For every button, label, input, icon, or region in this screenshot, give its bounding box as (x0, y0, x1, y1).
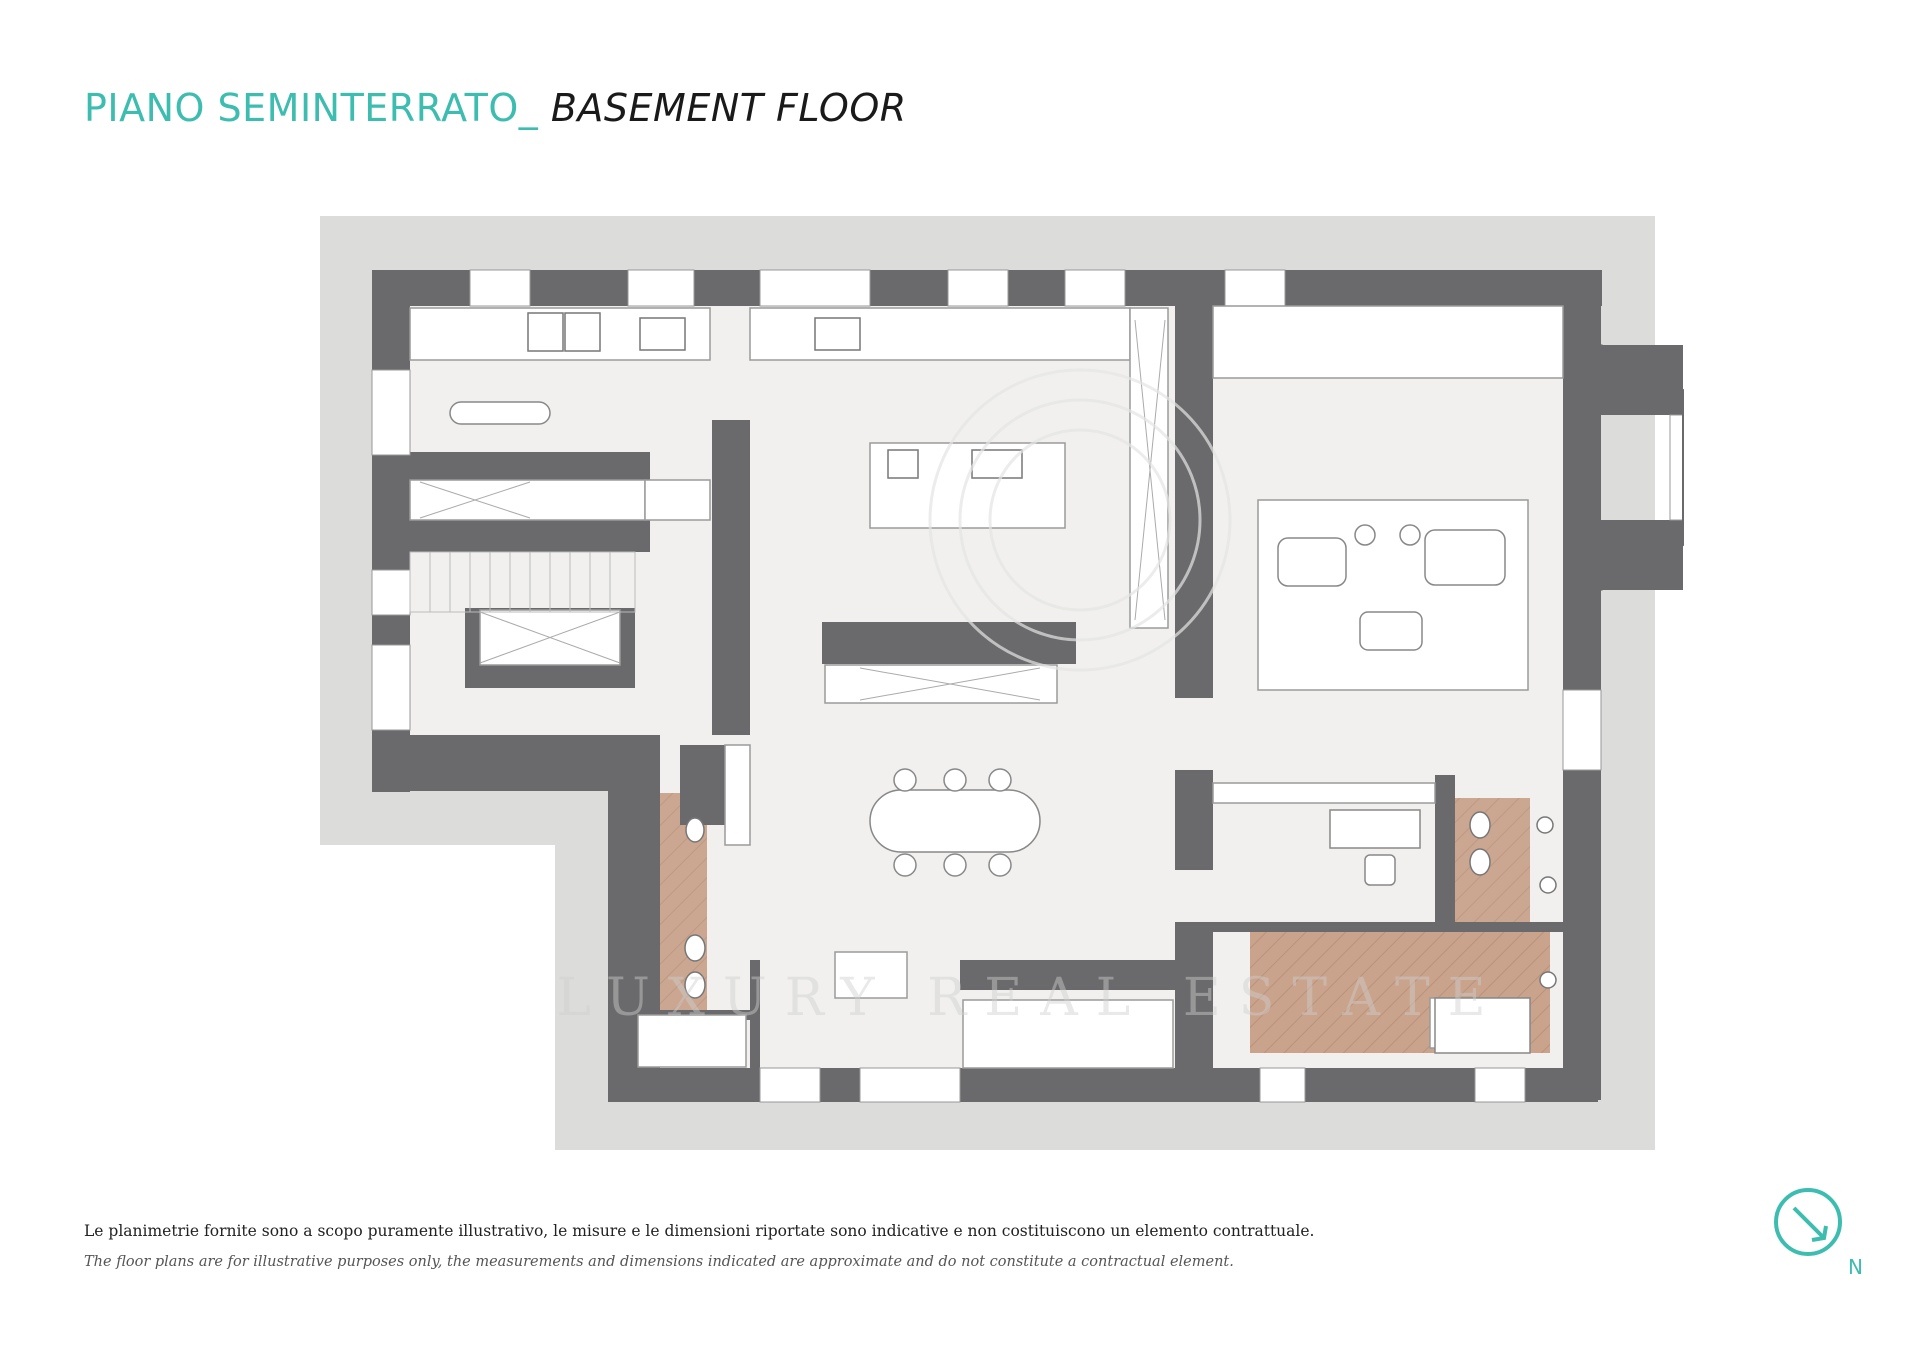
bay-window (1600, 344, 1684, 591)
title-italian: PIANO SEMINTERRATO_ (84, 86, 539, 130)
dining-table (869, 768, 1041, 877)
desk (1329, 809, 1421, 849)
desk-chair (1364, 854, 1396, 886)
page-title: PIANO SEMINTERRATO_ BASEMENT FLOOR (84, 86, 907, 130)
windows (371, 269, 1684, 1103)
title-english: BASEMENT FLOOR (550, 86, 907, 130)
ironing-board (449, 401, 551, 425)
north-arrow-icon: N (1766, 1182, 1863, 1279)
disclaimer-english: The floor plans are for illustrative pur… (84, 1254, 1234, 1270)
bathroom-floor-right (1455, 798, 1530, 928)
disclaimer-italian: Le planimetrie fornite sono a scopo pura… (84, 1222, 1315, 1240)
sinks (527, 312, 1023, 479)
watermark-logo (928, 368, 1232, 672)
staircase (409, 551, 636, 613)
storage-marks (419, 319, 1166, 701)
watermark-text: LUXURY REAL ESTATE (556, 968, 1503, 1028)
compass-label: N (1848, 1255, 1862, 1278)
living-furniture (1277, 524, 1506, 651)
bathroom-fixtures (684, 811, 1557, 999)
bed (1434, 997, 1531, 1054)
